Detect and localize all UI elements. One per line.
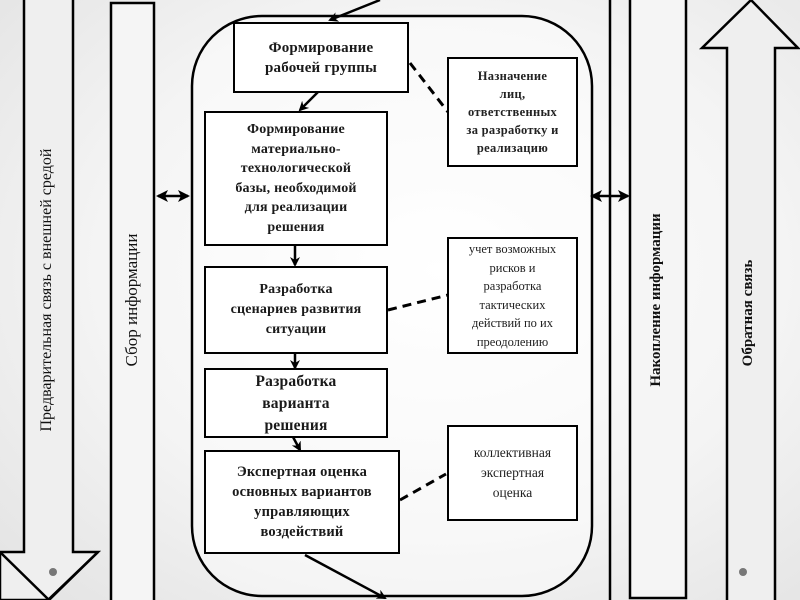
info-collection-column <box>109 1 156 600</box>
note-label: коллективная экспертная оценка <box>473 445 552 500</box>
info-accumulation-column <box>628 0 688 600</box>
left-arrow-dot <box>49 568 57 576</box>
right-arrow-label: Обратная связь <box>740 259 756 367</box>
note-box-risks: учет возможных рисков и разработка такти… <box>447 237 578 354</box>
step-label: Разработка варианта решения <box>255 373 337 434</box>
step-label: Экспертная оценка основных вариантов упр… <box>232 464 372 540</box>
note-label: учет возможных рисков и разработка такти… <box>468 242 557 349</box>
dashed-connector-2 <box>387 293 449 312</box>
step-label: Формирование рабочей группы <box>264 39 378 76</box>
step-box-expert-evaluation: Экспертная оценка основных вариантов упр… <box>204 450 400 554</box>
step-box-scenarios: Разработка сценариев развития ситуации <box>204 266 388 354</box>
flow-arrow-1 <box>298 91 319 112</box>
step-box-working-group: Формирование рабочей группы <box>233 22 409 93</box>
dashed-connector-3 <box>399 472 447 502</box>
flow-arrow-4 <box>291 436 302 452</box>
step-box-technical-base: Формирование материально- технологическо… <box>204 111 388 246</box>
step-label: Разработка сценариев развития ситуации <box>230 282 362 337</box>
right-up-arrow <box>698 0 800 600</box>
info-accumulation-label: Накопление информации <box>648 213 664 387</box>
step-label: Формирование материально- технологическо… <box>235 122 357 235</box>
left-down-arrow <box>0 0 102 600</box>
note-box-collective-evaluation: коллективная экспертная оценка <box>447 425 578 521</box>
note-box-responsibility: Назначение лиц, ответственных за разрабо… <box>447 57 578 167</box>
info-collection-label: Сбор информации <box>122 233 141 367</box>
note-label: Назначение лиц, ответственных за разрабо… <box>466 69 559 155</box>
outgoing-arrow <box>304 553 387 600</box>
left-arrow-label: Предварительная связь с внешней средой <box>38 148 55 432</box>
step-box-decision-variant: Разработка варианта решения <box>204 368 388 438</box>
right-arrow-dot <box>739 568 747 576</box>
incoming-arrow <box>328 0 381 22</box>
dashed-connector-1 <box>408 62 450 113</box>
